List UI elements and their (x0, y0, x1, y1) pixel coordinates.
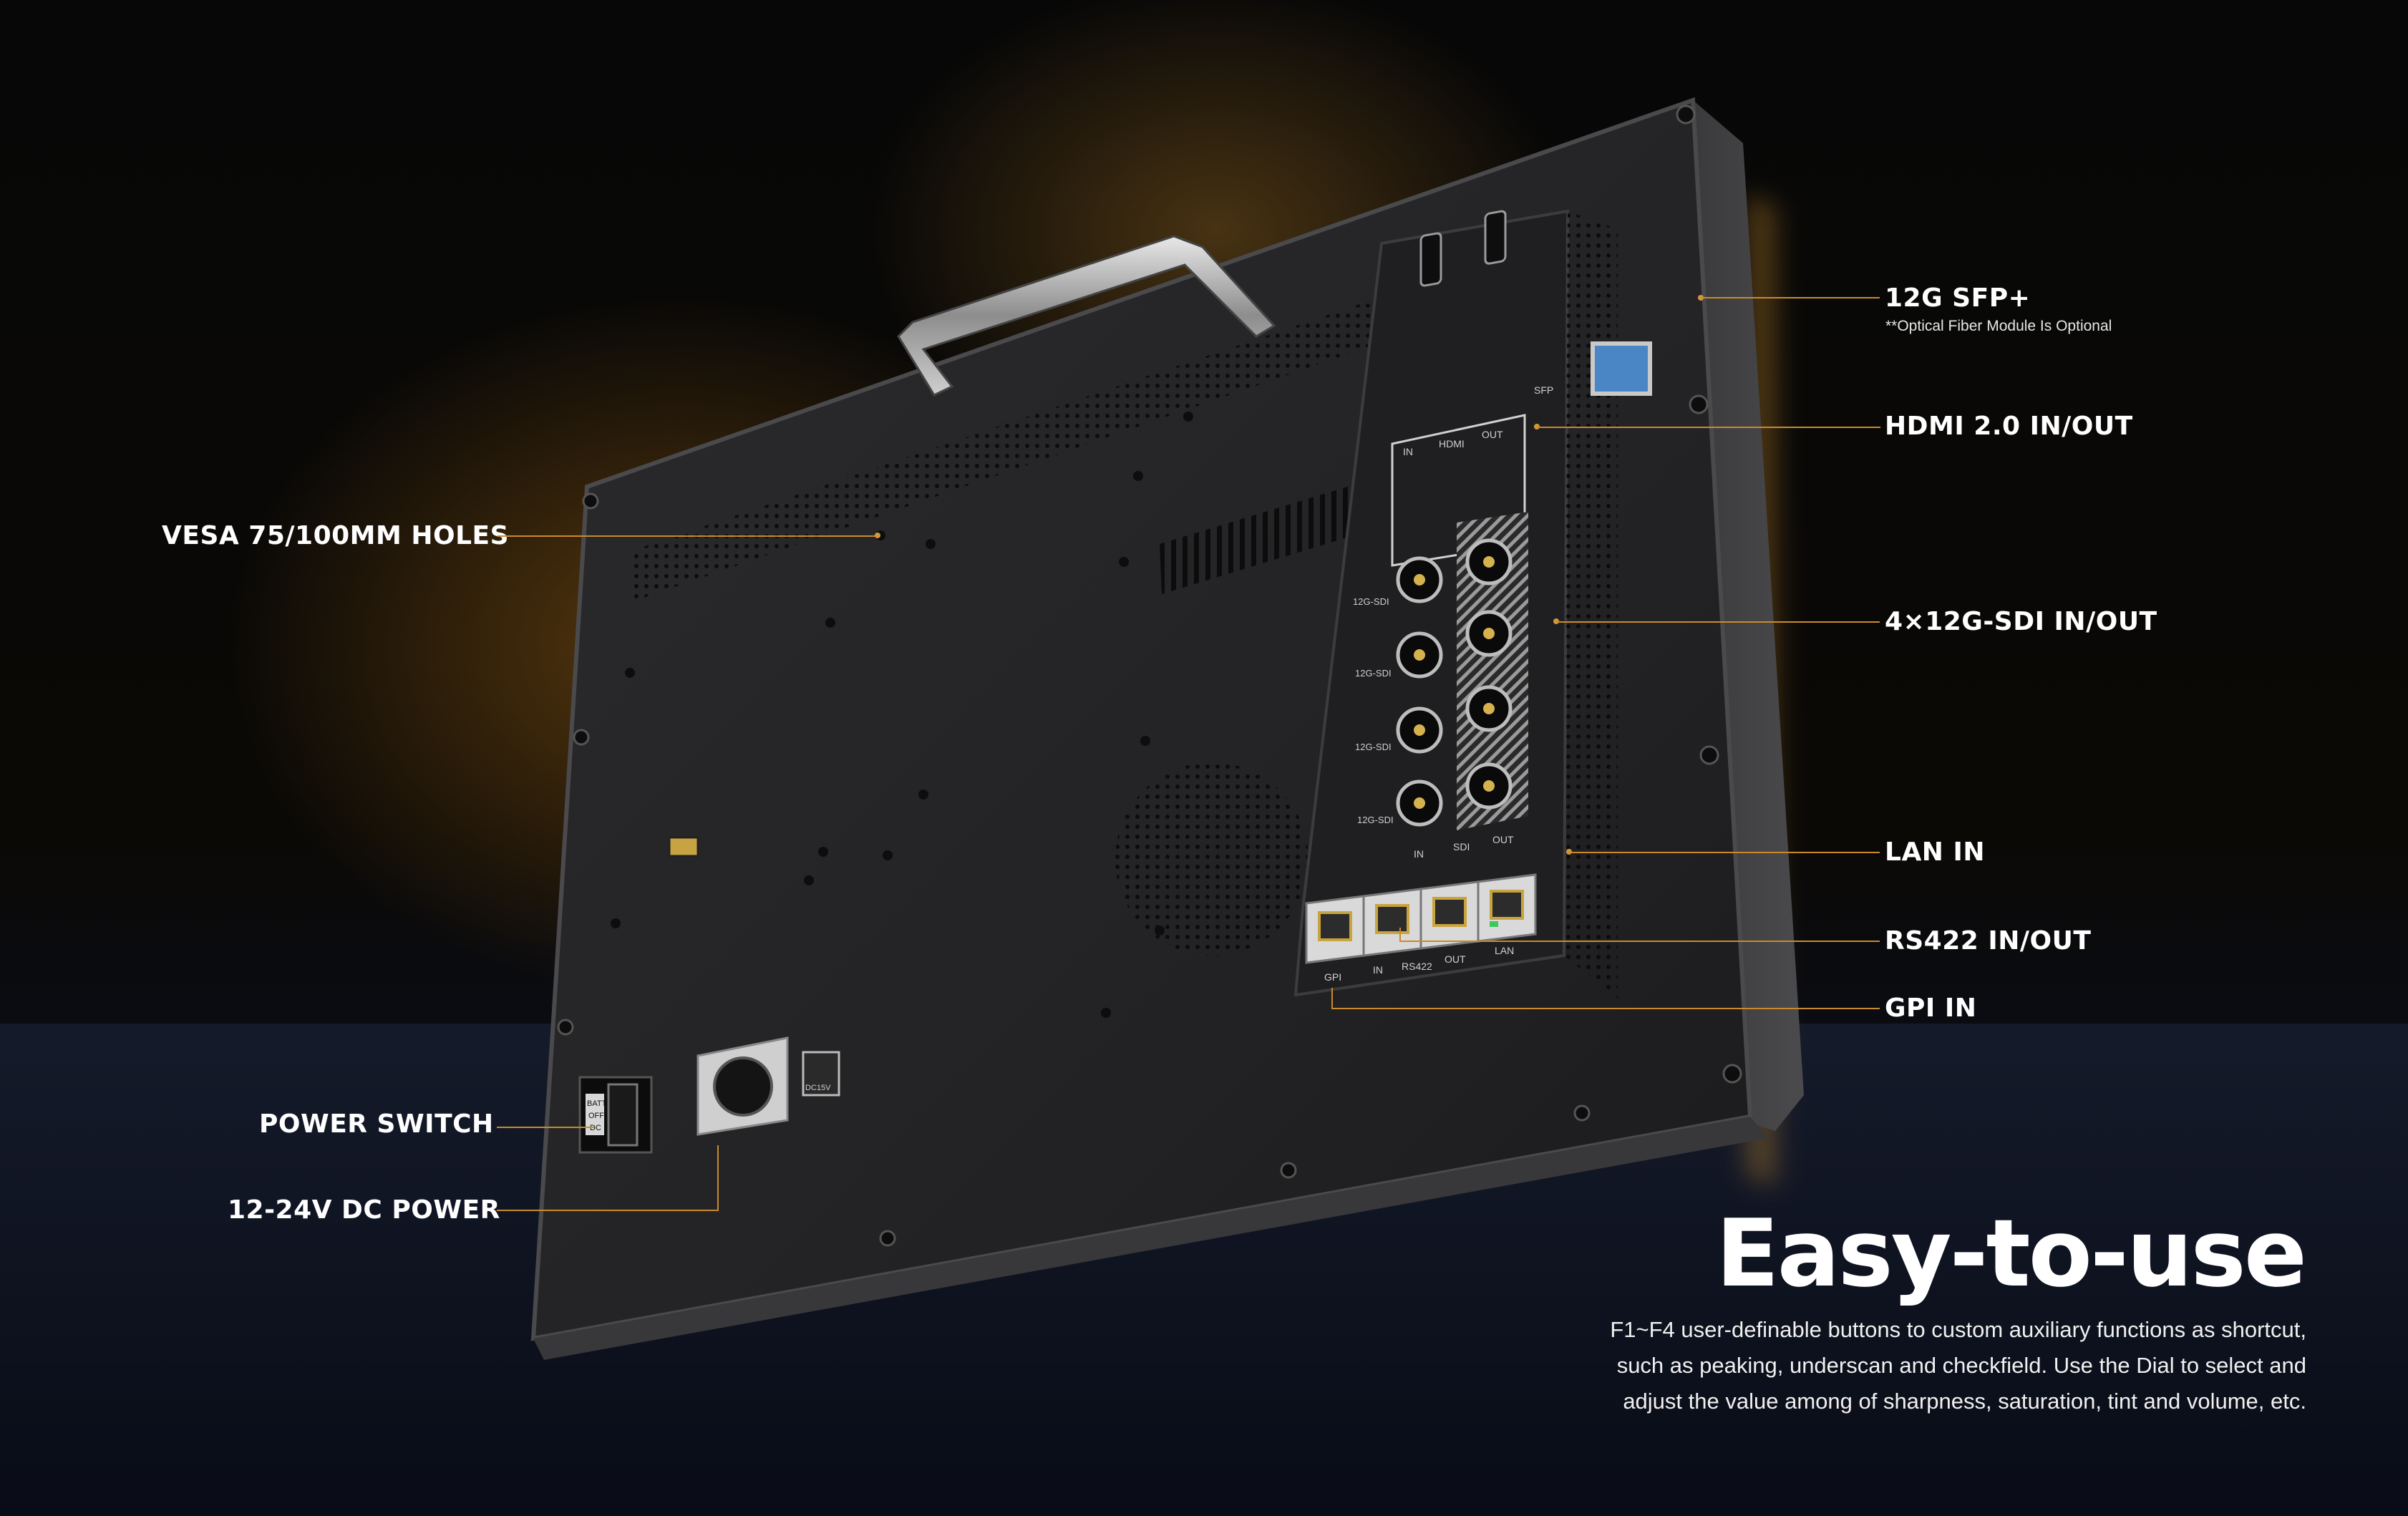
rs422-callout-line (1399, 941, 1880, 942)
rs422-in-label: IN (1373, 964, 1383, 976)
power-switch-callout-label: POWER SWITCH (259, 1109, 494, 1139)
dc15v-label: DC15V (805, 1084, 831, 1092)
feature-title: Easy-to-use (1715, 1199, 2307, 1308)
sdi-out-label: OUT (1492, 834, 1514, 845)
usb-port (668, 836, 699, 857)
speaker-grille (1115, 762, 1309, 956)
sdi-out-strip (1457, 512, 1528, 830)
sfp-module (1591, 341, 1652, 396)
hdmi-callout-label: HDMI 2.0 IN/OUT (1885, 412, 2133, 441)
hdmi-in-label: IN (1403, 446, 1413, 457)
gpi-callout-label: GPI IN (1885, 993, 1977, 1023)
rj45-ports (1305, 873, 1537, 964)
lan-panel-label: LAN (1495, 945, 1514, 956)
sfp-callout-line (1701, 297, 1880, 298)
dc-label: DC (590, 1124, 601, 1132)
rs422-callout-label: RS422 IN/OUT (1885, 926, 2092, 956)
hdmi-callout-line (1537, 427, 1880, 428)
top-vent-holes (630, 236, 1564, 601)
monitor-bottom-lip (533, 1117, 1768, 1360)
hdmi-out-label: OUT (1482, 429, 1503, 440)
vesa-callout-dot (875, 533, 880, 538)
rs422-out-label: OUT (1445, 953, 1466, 965)
sdi-row-label-1: 12G-SDI (1353, 596, 1389, 607)
sdi-row-label-4: 12G-SDI (1357, 815, 1394, 825)
vesa-callout-label: VESA 75/100MM HOLES (162, 521, 510, 550)
sfp-optional-note: **Optical Fiber Module Is Optional (1885, 318, 2112, 334)
frame-screws (557, 105, 1742, 1247)
sdi-label: SDI (1453, 841, 1470, 852)
power-switch-callout-line (497, 1127, 594, 1128)
feature-description: F1~F4 user-definable buttons to custom a… (1447, 1312, 2306, 1419)
sdi-row-label-3: 12G-SDI (1355, 742, 1392, 752)
sdi-callout-label: 4×12G-SDI IN/OUT (1885, 607, 2157, 636)
feature-line-2: such as peaking, underscan and checkfiel… (1616, 1353, 2306, 1378)
lan-callout-label: LAN IN (1885, 837, 1985, 867)
hdmi-label: HDMI (1439, 438, 1465, 450)
sdi-connector-pins (1414, 556, 1495, 809)
dc-power-callout-label: 12-24V DC POWER (228, 1195, 500, 1225)
lan-callout-line (1569, 852, 1880, 853)
sdi-callout-line (1556, 621, 1880, 623)
gpi-callout-line (1331, 1008, 1880, 1009)
sfp-panel-label: SFP (1534, 384, 1553, 396)
feature-line-3: adjust the value among of sharpness, sat… (1623, 1389, 2306, 1414)
vesa-holes (611, 412, 1193, 1018)
gpi-panel-label: GPI (1324, 971, 1341, 983)
dc-power-callout-tick (717, 1145, 719, 1211)
gpi-callout-tick (1331, 988, 1333, 1009)
io-side-vent (1564, 211, 1618, 998)
dc-power-connector (696, 1036, 840, 1136)
off-label: OFF (588, 1112, 604, 1120)
sfp-callout-label: 12G SFP+ (1885, 283, 2031, 313)
vesa-callout-line (497, 535, 877, 537)
power-switch (578, 1076, 653, 1154)
sdi-row-label-2: 12G-SDI (1355, 668, 1392, 679)
feature-line-1: F1~F4 user-definable buttons to custom a… (1610, 1317, 2306, 1342)
rs422-panel-label: RS422 (1402, 961, 1432, 972)
batt-label: BATT (587, 1099, 607, 1108)
dc-power-callout-line (497, 1210, 719, 1211)
carry-handle (897, 235, 1276, 397)
monitor-side-edge (1693, 100, 1804, 1131)
sdi-in-label: IN (1414, 848, 1424, 860)
slot-vent (1160, 480, 1373, 594)
rs422-callout-tick (1399, 928, 1401, 942)
